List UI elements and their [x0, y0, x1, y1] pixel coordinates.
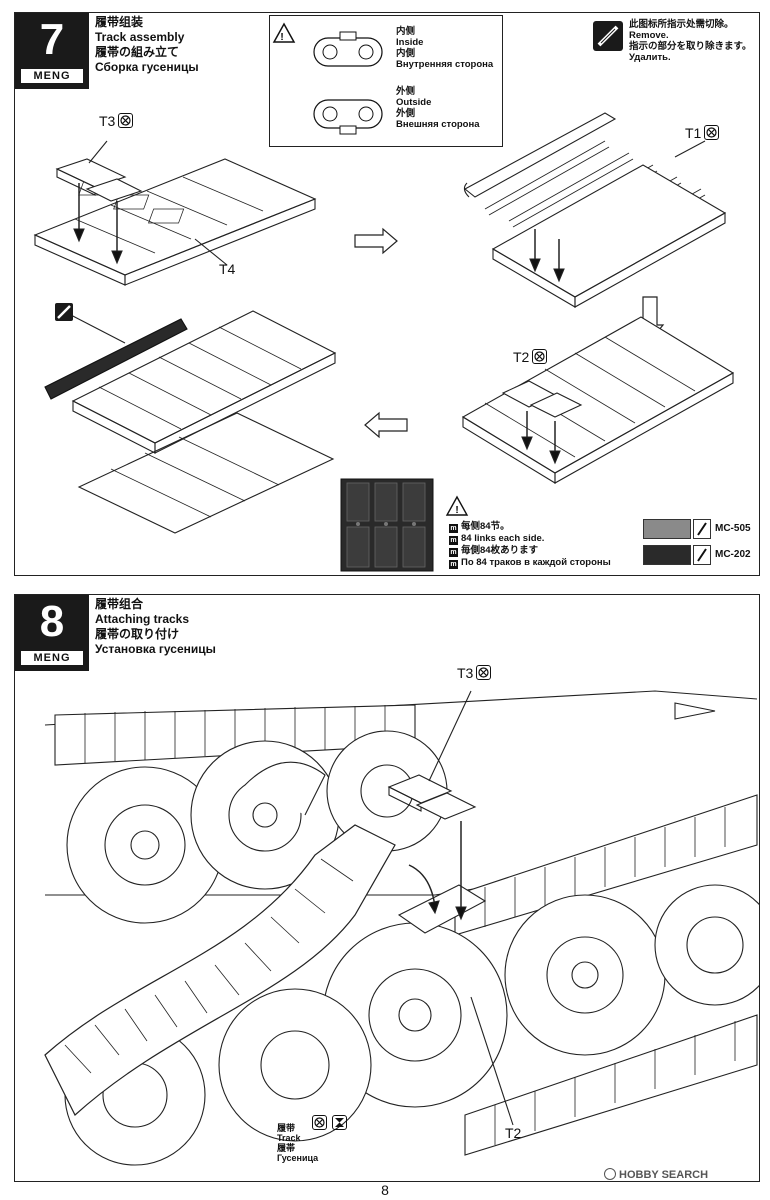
step-8-title-ru: Установка гусеницы	[95, 642, 216, 656]
track-link-sample	[340, 478, 434, 572]
links-note-zh: 每侧84节。	[461, 521, 510, 532]
remove-note-zh: 此图标所指示处需切除。	[629, 19, 734, 30]
track-label-en: Track	[277, 1133, 301, 1143]
part-label-t4: T4	[219, 261, 236, 277]
remove-icon	[593, 21, 623, 51]
step-7-title-ru: Сборка гусеницы	[95, 60, 199, 74]
remove-note-ru: Удалить.	[629, 52, 671, 63]
outside-label-ru: Внешняя сторона	[396, 119, 480, 130]
step-7-number: 7	[39, 15, 65, 64]
inside-label-en: Inside	[396, 37, 424, 48]
track-label-ja: 履帯	[277, 1143, 296, 1153]
paint-code-mc-202: MC-202	[715, 549, 751, 560]
outside-label-ja: 外側	[396, 108, 416, 119]
watermark-text: HOBBY SEARCH	[619, 1169, 709, 1181]
glue-free-icon	[118, 113, 134, 128]
paint-swatch-mc-505	[643, 519, 691, 539]
step-8-title-en: Attaching tracks	[95, 612, 190, 626]
orientation-box: ! 内侧 Inside 内側 Внутренняя сторона 外侧 Out…	[269, 15, 503, 147]
brush-icon	[693, 519, 711, 539]
glue-free-icon	[532, 349, 548, 364]
step-7-panel: 7 MENG 履带组装 Track assembly 履帯の組み立て Сборк…	[14, 12, 760, 576]
track-label-zh: 履带	[277, 1123, 296, 1133]
orientation-diagram: !	[272, 22, 383, 135]
step-7-title-zh: 履带组装	[95, 15, 144, 29]
links-note-ja: 毎側84枚あります	[461, 545, 539, 556]
meng-logo: MENG	[21, 69, 83, 83]
step-7-badge: 7 MENG	[15, 13, 89, 89]
paint-swatch-mc-202	[643, 545, 691, 565]
step-8-panel: 8 MENG 履带组合 Attaching tracks 履帯の取り付け Уст…	[14, 594, 760, 1182]
part-label-t2: T2	[513, 349, 530, 365]
brush-icon	[693, 545, 711, 565]
step-7-drawings: !	[33, 112, 735, 572]
watermark: HOBBY SEARCH	[604, 1168, 708, 1181]
step-8-title-ja: 履帯の取り付け	[95, 627, 180, 641]
links-note-ru: По 84 траков в каждой стороны	[461, 557, 611, 568]
inside-label-ja: 内側	[396, 48, 416, 59]
step-8-titles: 履带组合 Attaching tracks 履帯の取り付け Установка …	[95, 597, 216, 657]
step-8-number: 8	[39, 597, 65, 646]
step-7-titles: 履带组装 Track assembly 履帯の組み立て Сборка гусен…	[95, 15, 199, 75]
page-number: 8	[381, 1182, 389, 1198]
watermark-icon	[604, 1168, 616, 1180]
glue-free-icon	[476, 665, 492, 680]
paint-code-mc-505: MC-505	[715, 523, 751, 534]
step-8-title-zh: 履带组合	[95, 597, 144, 611]
inside-label-zh: 内侧	[396, 26, 416, 37]
glue-free-icon	[704, 125, 720, 140]
outside-label-zh: 外侧	[396, 86, 416, 97]
part-label-t1: T1	[685, 125, 702, 141]
inside-label-ru: Внутренняя сторона	[396, 59, 494, 70]
step-8-badge: 8 MENG	[15, 595, 89, 671]
outside-label-en: Outside	[396, 97, 432, 108]
step-7-title-ja: 履帯の組み立て	[95, 45, 180, 59]
step-8-drawing	[44, 690, 759, 1166]
links-note-en: 84 links each side.	[461, 533, 545, 544]
part-label-t3: T3	[457, 665, 474, 681]
meng-logo: MENG	[21, 651, 83, 665]
track-label-ru: Гусеница	[277, 1153, 319, 1163]
svg-text:!: !	[280, 32, 283, 43]
svg-text:!: !	[455, 505, 458, 516]
glue-free-icon	[312, 1115, 327, 1130]
remove-icon	[55, 303, 73, 321]
part-label-t3: T3	[99, 113, 116, 129]
remove-note-en: Remove.	[629, 30, 669, 41]
remove-note-ja: 指示の部分を取り除きます。	[629, 41, 752, 52]
warning-icon	[445, 495, 469, 516]
step-7-title-en: Track assembly	[95, 30, 185, 44]
hourglass-icon	[332, 1115, 347, 1130]
part-label-t2: T2	[505, 1125, 522, 1141]
